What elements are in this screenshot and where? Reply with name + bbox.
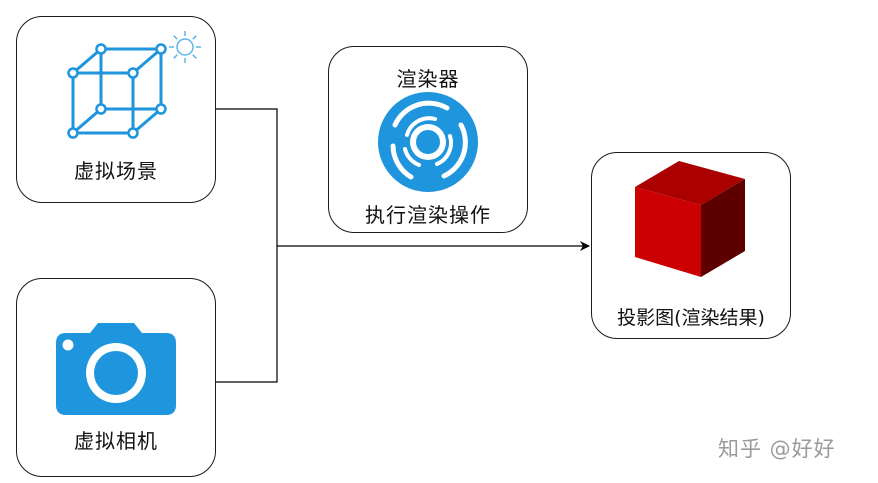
camera-icon (56, 323, 176, 415)
result-node: 投影图(渲染结果) (591, 152, 791, 339)
camera-node: 虚拟相机 (16, 278, 216, 477)
scene-node: 虚拟场景 (16, 16, 216, 203)
renderer-action-label: 执行渲染操作 (365, 203, 491, 227)
render-swirl-icon (378, 92, 478, 192)
camera-connector (216, 246, 278, 383)
red-cube-icon (635, 161, 745, 277)
wireframe-cube-icon (67, 43, 167, 139)
renderer-title: 渲染器 (396, 67, 460, 91)
scene-label: 虚拟场景 (74, 159, 158, 183)
camera-label: 虚拟相机 (74, 429, 158, 453)
watermark-text: 知乎 @好好 (718, 437, 836, 461)
scene-connector (216, 108, 278, 246)
sun-icon (169, 31, 201, 63)
renderer-node: 渲染器 执行渲染操作 (328, 46, 528, 233)
result-label: 投影图(渲染结果) (617, 307, 765, 329)
